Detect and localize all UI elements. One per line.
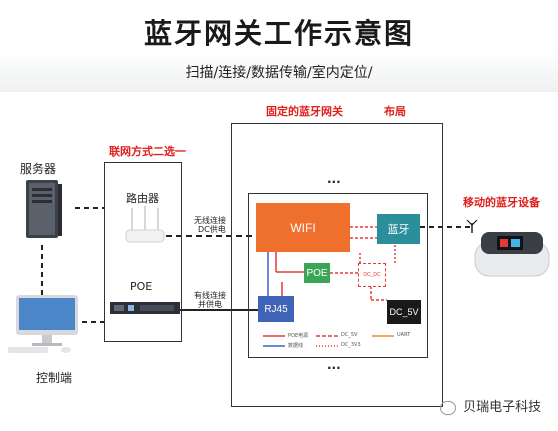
gateway-title: 固定的蓝牙网关 xyxy=(266,105,343,118)
control-label: 控制端 xyxy=(36,371,73,385)
wired-label-1: 有线连接 xyxy=(194,291,226,300)
page-subtitle: 扫描/连接/数据传输/室内定位/ xyxy=(185,65,373,81)
legend-dc-3v3: DC_3V3 xyxy=(341,342,361,348)
router-icon xyxy=(122,206,168,246)
gateway-inner-box xyxy=(248,193,428,358)
wireless-label-1: 无线连接 xyxy=(194,216,226,225)
network-choice-box xyxy=(104,162,182,342)
server-label: 服务器 xyxy=(20,162,57,176)
legend-uart: UART xyxy=(397,332,411,338)
gateway-layout-label: 布局 xyxy=(384,105,406,118)
wifi-module: WIFI xyxy=(256,203,350,252)
wired-label-2: 并供电 xyxy=(198,300,222,309)
dc-dc-module: DC_DC xyxy=(358,263,386,287)
poe-module: POE xyxy=(304,263,330,283)
wechat-icon xyxy=(440,400,456,415)
gateway-outer-box xyxy=(231,123,443,407)
header-band xyxy=(0,0,558,92)
watermark: 贝瑞电子科技 xyxy=(440,396,541,415)
legend-data-line: 数据线 xyxy=(288,343,304,349)
poe-switch-label: POE xyxy=(130,280,153,293)
dc-5v-module: DC_5V xyxy=(387,300,421,324)
pulse-oximeter-icon xyxy=(473,228,555,284)
router-label: 路由器 xyxy=(126,192,159,205)
page-title: 蓝牙网关工作示意图 xyxy=(143,17,414,50)
computer-icon xyxy=(8,295,84,355)
mobile-device-label: 移动的蓝牙设备 xyxy=(463,196,540,209)
legend-dc-5v: DC_5V xyxy=(341,332,358,338)
network-choice-label: 联网方式二选一 xyxy=(109,145,186,158)
bluetooth-module: 蓝牙 xyxy=(377,214,420,244)
wireless-label-2: DC供电 xyxy=(198,225,226,234)
watermark-text: 贝瑞电子科技 xyxy=(463,400,542,415)
dots-top: ... xyxy=(327,172,341,186)
rj45-module: RJ45 xyxy=(258,296,294,322)
legend-poe-power: POE电源 xyxy=(288,333,309,339)
dots-bottom: ... xyxy=(327,358,341,372)
server-icon xyxy=(22,178,64,240)
poe-switch-icon xyxy=(110,300,180,316)
antenna-icon xyxy=(466,218,478,233)
